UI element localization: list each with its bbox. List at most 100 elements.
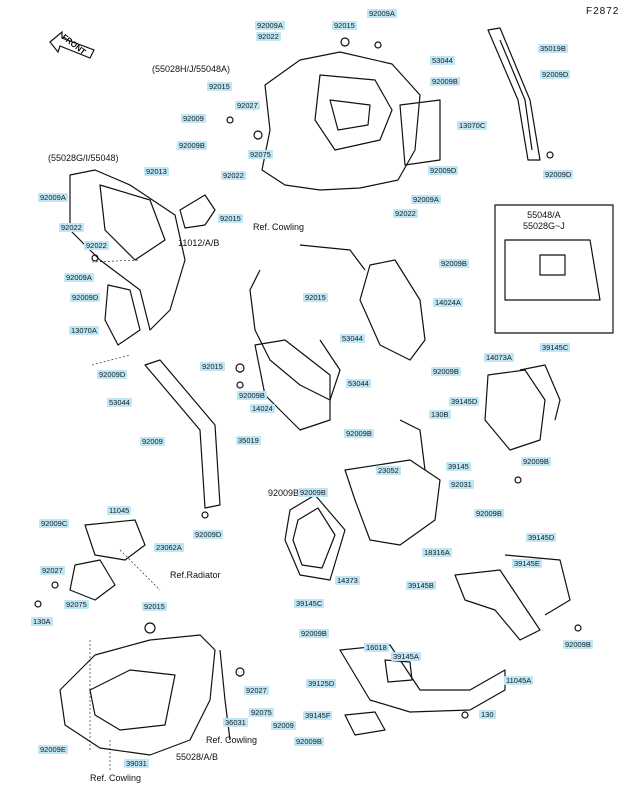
part-label[interactable]: 53044 <box>340 334 365 343</box>
part-label[interactable]: 92015 <box>332 21 357 30</box>
part-label[interactable]: 92009D <box>70 293 101 302</box>
part-label[interactable]: 92009B <box>237 391 267 400</box>
part-label[interactable]: 130B <box>429 410 451 419</box>
part-label[interactable]: 92009D <box>97 370 128 379</box>
part-label[interactable]: 39145C <box>540 343 571 352</box>
part-label[interactable]: 92009A <box>38 193 68 202</box>
part-label[interactable]: 13070A <box>69 326 99 335</box>
assembly-note: Ref.Radiator <box>170 570 221 580</box>
part-label[interactable]: 92022 <box>221 171 246 180</box>
part-label[interactable]: 14073A <box>484 353 514 362</box>
part-label[interactable]: 11045 <box>107 506 132 515</box>
part-label[interactable]: 92075 <box>248 150 273 159</box>
part-label[interactable]: 14024A <box>433 298 463 307</box>
part-label[interactable]: 92009B <box>430 77 460 86</box>
part-label[interactable]: 130A <box>31 617 53 626</box>
assembly-note: 55028/A/B <box>176 752 219 762</box>
part-label[interactable]: 39145F <box>303 711 333 720</box>
part-label[interactable]: 39145D <box>449 397 480 406</box>
part-label[interactable]: 92009A <box>411 195 441 204</box>
duct-14024a <box>359 259 426 361</box>
part-label[interactable]: 92009D <box>540 70 571 79</box>
part-label[interactable]: 92022 <box>59 223 84 232</box>
part-label[interactable]: 92009C <box>39 519 70 528</box>
front-arrow-icon <box>49 30 95 59</box>
assembly-note: (55028H/J/55048A) <box>152 64 231 74</box>
part-label[interactable]: 92009 <box>271 721 296 730</box>
figure-code: F2872 <box>586 6 620 17</box>
part-label[interactable]: 53044 <box>107 398 132 407</box>
bracket-23062a <box>84 519 146 561</box>
part-label[interactable]: 92009B <box>563 640 593 649</box>
part-label[interactable]: 18316A <box>422 548 452 557</box>
part-label[interactable]: 92015 <box>142 602 167 611</box>
part-label[interactable]: 92009D <box>193 530 224 539</box>
part-label[interactable]: 92009 <box>140 437 165 446</box>
part-label[interactable]: 92009B <box>344 429 374 438</box>
part-label[interactable]: 92009A <box>64 273 94 282</box>
part-label[interactable]: 92009B <box>431 367 461 376</box>
part-label[interactable]: 39145C <box>294 599 325 608</box>
part-label[interactable]: 92015 <box>303 293 328 302</box>
part-label[interactable]: 92015 <box>207 82 232 91</box>
part-label[interactable]: 92075 <box>249 708 274 717</box>
part-label[interactable]: 35019B <box>538 44 568 53</box>
part-label[interactable]: 92009B <box>177 141 207 150</box>
part-label[interactable]: 92022 <box>84 241 109 250</box>
part-label[interactable]: 92009B <box>298 488 328 497</box>
part-label[interactable]: 92015 <box>200 362 225 371</box>
frame-23052 <box>344 459 441 546</box>
part-label[interactable]: 53044 <box>346 379 371 388</box>
part-label[interactable]: 14373 <box>335 576 360 585</box>
assembly-note: 11012/A/B <box>178 238 220 248</box>
part-label[interactable]: 36031 <box>223 718 248 727</box>
part-label[interactable]: 92015 <box>218 214 243 223</box>
lower-fairing <box>59 634 216 756</box>
part-label[interactable]: 92009B <box>294 737 324 746</box>
rail-35019b <box>487 27 541 161</box>
part-label[interactable]: 92009D <box>543 170 574 179</box>
strip-35019 <box>144 359 221 509</box>
assembly-note: (55028G/I/55048) <box>48 153 119 163</box>
assembly-note: Ref. Cowling <box>90 773 142 783</box>
part-label[interactable]: 39145B <box>406 581 436 590</box>
part-label[interactable]: 92009B <box>521 457 551 466</box>
part-label[interactable]: 92009D <box>428 166 459 175</box>
part-label[interactable]: 92009B <box>299 629 329 638</box>
part-label[interactable]: 92022 <box>393 209 418 218</box>
duct-14073a <box>484 369 546 451</box>
part-label[interactable]: 92022 <box>256 32 281 41</box>
part-label[interactable]: 92009A <box>367 9 397 18</box>
part-label[interactable]: 39145E <box>512 559 542 568</box>
bracket-39145b <box>454 569 541 641</box>
part-label[interactable]: 23052 <box>376 466 401 475</box>
part-label[interactable]: 130 <box>479 710 496 719</box>
part-label[interactable]: 39145A <box>391 652 421 661</box>
part-label[interactable]: 16018 <box>364 643 389 652</box>
part-label[interactable]: 92009E <box>38 745 68 754</box>
part-label[interactable]: 23062A <box>154 543 184 552</box>
part-label[interactable]: 11045A <box>504 676 534 685</box>
part-label[interactable]: 35019 <box>236 436 261 445</box>
part-label[interactable]: 92009B <box>439 259 469 268</box>
part-label[interactable]: 39145D <box>526 533 557 542</box>
assembly-note: Ref. Cowling <box>253 222 305 232</box>
part-label[interactable]: 92027 <box>40 566 65 575</box>
upper-cowling-panel <box>261 51 421 191</box>
part-label[interactable]: 92009 <box>181 114 206 123</box>
part-label[interactable]: 53044 <box>430 56 455 65</box>
part-label[interactable]: 92009A <box>255 21 285 30</box>
assembly-note: 55048/A 55028G~J <box>523 210 565 231</box>
bracket-11045a <box>339 644 506 713</box>
part-label[interactable]: 14024 <box>250 404 275 413</box>
part-label[interactable]: 92013 <box>144 167 169 176</box>
part-label[interactable]: 39125D <box>306 679 337 688</box>
part-label[interactable]: 92075 <box>64 600 89 609</box>
part-label[interactable]: 39145 <box>446 462 471 471</box>
part-label[interactable]: 39031 <box>124 759 149 768</box>
part-label[interactable]: 92027 <box>244 686 269 695</box>
part-label[interactable]: 92027 <box>235 101 260 110</box>
part-label[interactable]: 92031 <box>449 480 474 489</box>
part-label[interactable]: 13070C <box>457 121 488 130</box>
part-label[interactable]: 92009B <box>474 509 504 518</box>
